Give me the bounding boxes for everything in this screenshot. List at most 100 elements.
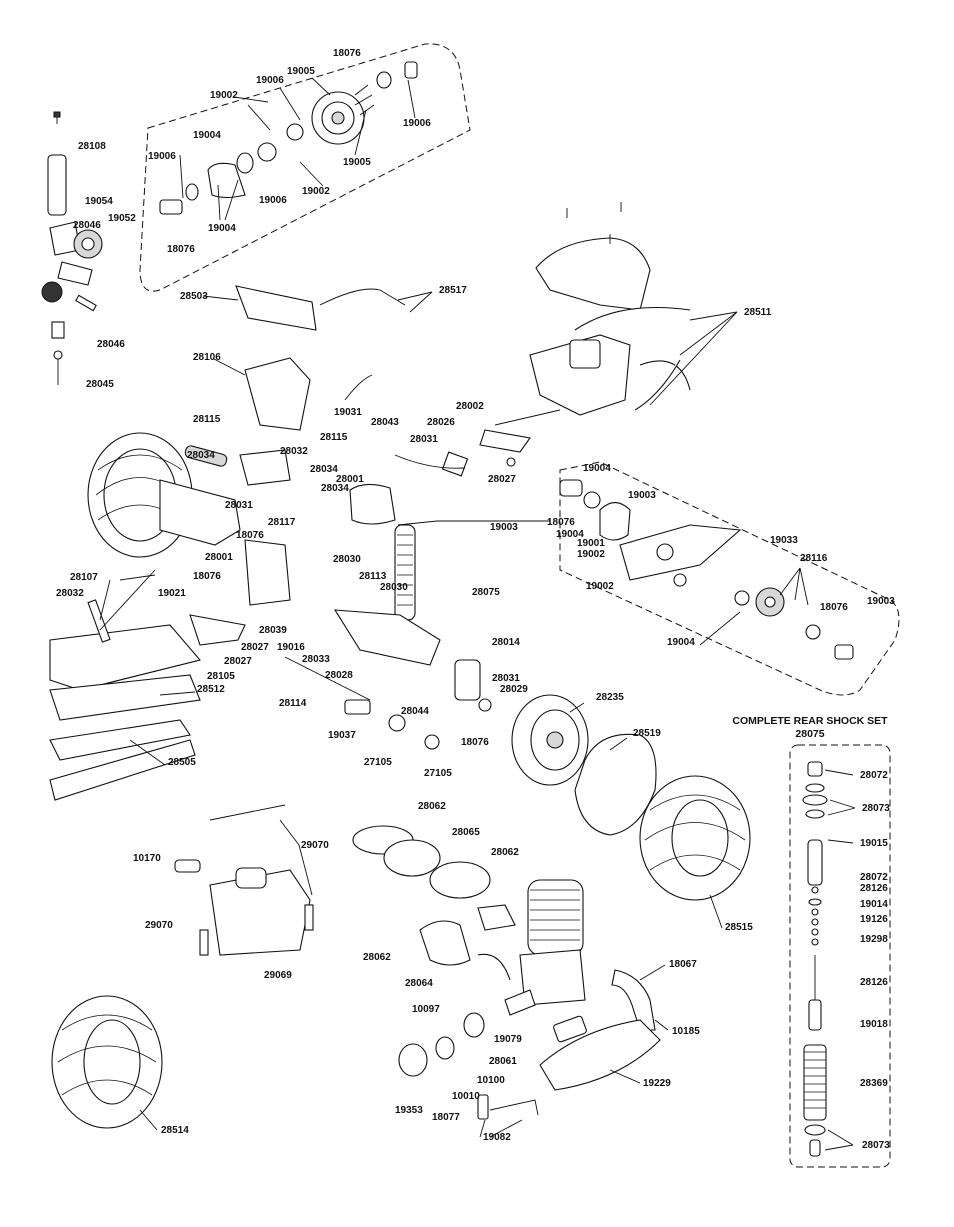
part-number-label: 10010	[452, 1091, 480, 1102]
part-number-label: 28029	[500, 684, 528, 695]
part-number-label: 28026	[427, 417, 455, 428]
wheels-and-tires	[51, 694, 751, 1129]
part-number-label: 19052	[108, 213, 136, 224]
part-number-label: 29070	[145, 920, 173, 931]
part-number-label: 28126	[860, 883, 888, 894]
part-number-label: 19006	[259, 195, 287, 206]
part-number-label: 28046	[73, 220, 101, 231]
part-number-label: 19229	[643, 1078, 671, 1089]
part-number-label: 28061	[489, 1056, 517, 1067]
part-number-label: 19002	[577, 549, 605, 560]
part-number-label: 19001	[577, 538, 605, 549]
part-number-label: 28039	[259, 625, 287, 636]
part-number-label: 28235	[596, 692, 624, 703]
part-number-label: 28073	[862, 803, 890, 814]
part-number-label: 19003	[490, 522, 518, 533]
shock-set-title: COMPLETE REAR SHOCK SET	[732, 715, 888, 727]
part-number-label: 19353	[395, 1105, 423, 1116]
part-number-label: 28114	[279, 698, 307, 709]
differential-callout-outline	[139, 43, 471, 292]
part-number-label: 19021	[158, 588, 186, 599]
shock-set-title-part-number: 28075	[795, 728, 824, 740]
part-number-label: 18076	[547, 517, 575, 528]
part-number-label: 19006	[256, 75, 284, 86]
part-number-label: 28115	[320, 432, 348, 443]
part-number-label: 28115	[193, 414, 221, 425]
part-number-label: 28031	[410, 434, 438, 445]
part-number-label: 27105	[364, 757, 392, 768]
part-number-label: 28030	[380, 582, 408, 593]
part-number-label: 19003	[867, 596, 895, 607]
part-number-label: 19082	[483, 1132, 511, 1143]
part-number-label: 19037	[328, 730, 356, 741]
part-number-label: 28027	[241, 642, 269, 653]
part-number-label: 28072	[860, 872, 888, 883]
part-number-label: 19054	[85, 196, 113, 207]
part-number-label: 18076	[193, 571, 221, 582]
part-number-label: 28511	[744, 307, 772, 318]
part-number-label: 19016	[277, 642, 305, 653]
fuel-tank-and-engine	[174, 804, 587, 1120]
part-number-label: 19004	[583, 463, 611, 474]
part-number-label: 28514	[161, 1125, 189, 1136]
part-number-label: 10185	[672, 1026, 700, 1037]
rear-diff-callout-outline	[559, 461, 900, 696]
part-number-label: 28001	[205, 552, 233, 563]
part-number-label: 19079	[494, 1034, 522, 1045]
part-number-label: 28045	[86, 379, 114, 390]
part-number-label: 19005	[343, 157, 371, 168]
part-number-label: 28512	[197, 684, 225, 695]
part-number-label: 28027	[488, 474, 516, 485]
part-number-label: 19298	[860, 934, 888, 945]
part-number-label: 28105	[207, 671, 235, 682]
body-shell-parts	[529, 202, 691, 416]
part-number-label: 28028	[325, 670, 353, 681]
rear-suspension-parts	[87, 432, 492, 750]
part-number-label: 28044	[401, 706, 429, 717]
part-number-label: 19126	[860, 914, 888, 925]
chassis-plate-parts	[49, 569, 201, 801]
part-number-label: 28062	[363, 952, 391, 963]
part-number-label: 28505	[168, 757, 196, 768]
part-number-label: 28113	[359, 571, 387, 582]
part-number-label: 29069	[264, 970, 292, 981]
part-number-label: 28001	[336, 474, 364, 485]
rear-shock-set-parts	[802, 761, 828, 1157]
part-number-label: 18076	[167, 244, 195, 255]
part-number-label: 27105	[424, 768, 452, 779]
part-number-label: 28503	[180, 291, 208, 302]
part-number-label: 19015	[860, 838, 888, 849]
part-number-label: 29070	[301, 840, 329, 851]
part-number-label: 28034	[321, 483, 349, 494]
part-number-label: 28106	[193, 352, 221, 363]
part-number-label: 28031	[492, 673, 520, 684]
part-number-label: 10097	[412, 1004, 440, 1015]
exhaust-parts	[539, 969, 661, 1091]
part-number-label: 28032	[280, 446, 308, 457]
part-number-label: 28046	[97, 339, 125, 350]
part-number-labels: 1807619005190061900219006281081900419006…	[56, 48, 895, 1151]
part-number-label: 28073	[862, 1140, 890, 1151]
part-number-label: 19004	[193, 130, 221, 141]
part-number-label: 28034	[310, 464, 338, 475]
part-number-label: 19018	[860, 1019, 888, 1030]
part-number-label: 19004	[667, 637, 695, 648]
part-number-label: 28033	[302, 654, 330, 665]
part-number-label: 28002	[456, 401, 484, 412]
part-number-label: 28517	[439, 285, 467, 296]
part-number-label: 19004	[208, 223, 236, 234]
part-number-label: 28369	[860, 1078, 888, 1089]
part-number-label: 28126	[860, 977, 888, 988]
part-number-label: 28032	[56, 588, 84, 599]
part-number-label: 28515	[725, 922, 753, 933]
part-number-label: 28064	[405, 978, 433, 989]
leader-lines	[99, 77, 856, 1151]
part-number-label: 18076	[820, 602, 848, 613]
part-number-label: 19005	[287, 66, 315, 77]
part-number-label: 19033	[770, 535, 798, 546]
part-number-label: 28065	[452, 827, 480, 838]
part-number-label: 10170	[133, 853, 161, 864]
part-number-label: 28117	[268, 517, 296, 528]
